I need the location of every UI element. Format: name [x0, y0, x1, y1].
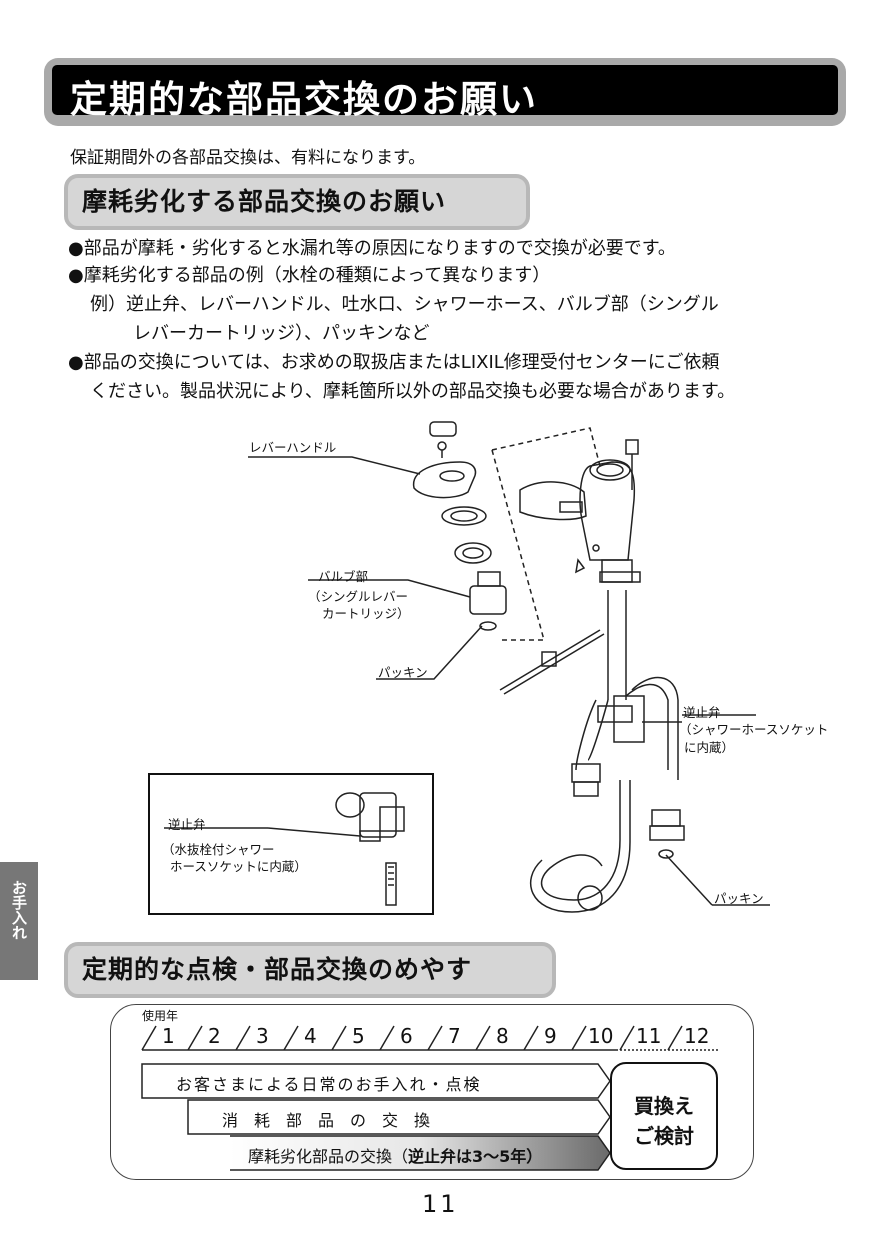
schedule-row-wear-parts-b: 逆止弁は3〜5年）	[408, 1147, 543, 1166]
page-title-banner: 定期的な部品交換のお願い	[44, 58, 846, 126]
inset-check-valve-drawing	[164, 792, 405, 906]
label-valve-cartridge-2: カートリッジ）	[322, 606, 410, 621]
schedule-row-consumables: 消 耗 部 品 の 交 換	[222, 1111, 431, 1130]
year-7: 7	[448, 1024, 461, 1048]
section-heading-wear: 摩耗劣化する部品交換のお願い	[64, 174, 530, 230]
year-11: 11	[636, 1024, 662, 1048]
bullet-line-4: レバーカートリッジ）、パッキンなど	[133, 323, 430, 344]
year-12: 12	[684, 1024, 710, 1048]
maintenance-schedule-box	[110, 1004, 754, 1180]
bullet-line-2: ●摩耗劣化する部品の例（水栓の種類によって異なります）	[68, 265, 551, 286]
year-8: 8	[496, 1024, 509, 1048]
section-heading-wear-text: 摩耗劣化する部品交換のお願い	[82, 187, 447, 216]
schedule-row-wear-parts-a: 摩耗劣化部品の交換（	[248, 1147, 409, 1166]
year-2: 2	[208, 1024, 221, 1048]
schedule-row-daily-care: お客さまによる日常のお手入れ・点検	[176, 1075, 482, 1094]
inset-label-location-1: （水抜栓付シャワー	[162, 842, 275, 857]
label-valve-cartridge-1: （シングルレバー	[308, 589, 409, 604]
page-number: 11	[422, 1190, 459, 1218]
schedule-row-wear-parts: 摩耗劣化部品の交換（逆止弁は3〜5年）	[248, 1143, 542, 1167]
replacement-label-1: 買換え	[634, 1094, 694, 1118]
side-tab-care-label: お手入れ	[10, 880, 28, 940]
year-10: 10	[588, 1024, 614, 1048]
side-tab-care: お手入れ	[0, 862, 38, 980]
replacement-box: 買換え ご検討	[610, 1062, 718, 1170]
label-packing-top: パッキン	[378, 665, 428, 680]
year-5: 5	[352, 1024, 365, 1048]
year-4: 4	[304, 1024, 317, 1048]
label-check-valve-location-1: （シャワーホースソケット	[679, 722, 829, 737]
label-lever-handle: レバーハンドル	[249, 440, 337, 455]
inset-label-location-2: ホースソケットに内蔵）	[170, 859, 307, 874]
years-label: 使用年	[142, 1009, 179, 1023]
page-title-background: 定期的な部品交換のお願い	[52, 65, 838, 121]
section-heading-schedule: 定期的な点検・部品交換のめやす	[64, 942, 556, 998]
label-check-valve: 逆止弁	[683, 705, 721, 720]
bullet-line-3: 例）逆止弁、レバーハンドル、吐水口、シャワーホース、バルブ部（シングル	[90, 294, 719, 315]
section-heading-schedule-text: 定期的な点検・部品交換のめやす	[82, 955, 473, 984]
replacement-label-2: ご検討	[634, 1124, 694, 1148]
label-packing-bottom: パッキン	[714, 891, 764, 906]
label-check-valve-location-2: に内蔵）	[684, 740, 735, 755]
inset-label-check-valve: 逆止弁	[168, 817, 206, 832]
year-3: 3	[256, 1024, 269, 1048]
year-9: 9	[544, 1024, 557, 1048]
bullet-line-5: ●部品の交換については、お求めの取扱店またはLIXIL修理受付センターにご依頼	[68, 352, 720, 373]
intro-text: 保証期間外の各部品交換は、有料になります。	[70, 148, 426, 168]
inset-check-valve-box	[148, 773, 434, 915]
label-valve: バルブ部	[318, 569, 369, 584]
year-6: 6	[400, 1024, 413, 1048]
bullet-line-6: ください。製品状況により、摩耗箇所以外の部品交換も必要な場合があります。	[90, 381, 736, 402]
year-1: 1	[162, 1024, 175, 1048]
page-title: 定期的な部品交換のお願い	[70, 78, 538, 121]
bullet-line-1: ●部品が摩耗・劣化すると水漏れ等の原因になりますので交換が必要です。	[68, 238, 676, 259]
